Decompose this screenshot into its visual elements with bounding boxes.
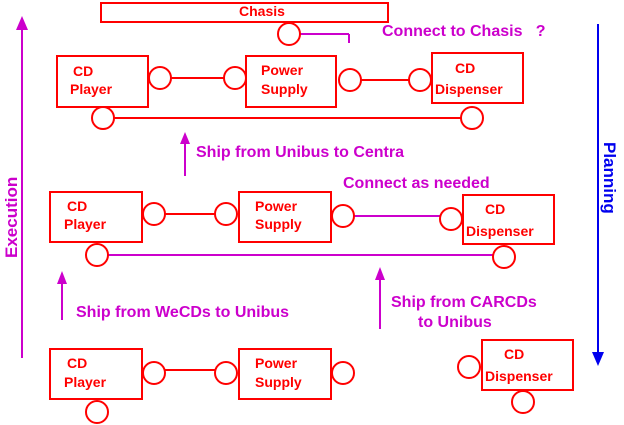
top-power-supply-left-port[interactable]	[223, 66, 247, 90]
top-cd-dispenser-left-port[interactable]	[408, 68, 432, 92]
middle-cd-player-box[interactable]	[49, 191, 143, 243]
planning-axis: Planning	[592, 24, 619, 366]
middle-power-supply-right-port[interactable]	[331, 204, 355, 228]
ship-carcds-label-line1: Ship from CARCDs	[391, 294, 537, 311]
bottom-power-supply-box[interactable]	[238, 348, 332, 400]
planning-arrowhead-icon	[592, 352, 604, 366]
top-cd-player-bottom-port[interactable]	[91, 106, 115, 130]
bottom-cd-dispenser-label-line1: CD	[504, 346, 524, 362]
middle-cd-player-right-port[interactable]	[142, 202, 166, 226]
chassis-port[interactable]	[277, 22, 301, 46]
top-cd-dispenser-label-line2: Dispenser	[435, 81, 503, 97]
middle-cd-player-label-line1: CD	[67, 198, 87, 214]
bottom-cd-player-box[interactable]	[49, 348, 143, 400]
bottom-cd-player-label-line1: CD	[67, 355, 87, 371]
middle-cd-dispenser-bottom-port[interactable]	[492, 245, 516, 269]
top-power-supply-label-line1: Power	[261, 62, 304, 78]
bottom-power-supply-label-line1: Power	[255, 355, 298, 371]
top-power-supply-label-line2: Supply	[261, 81, 308, 97]
planning-label: Planning	[600, 142, 619, 214]
middle-power-supply-left-port[interactable]	[214, 202, 238, 226]
bottom-power-supply-left-port[interactable]	[214, 361, 238, 385]
execution-arrowhead-icon	[16, 16, 28, 30]
top-cd-dispenser-bottom-port[interactable]	[460, 106, 484, 130]
bottom-power-supply-right-port[interactable]	[331, 361, 355, 385]
middle-cd-dispenser-box[interactable]	[462, 194, 555, 245]
top-cd-player-label-line1: CD	[73, 63, 93, 79]
middle-level-assembly: CD Player Power Supply CD Dispenser	[49, 191, 555, 269]
ship-carcds-arrowhead-icon	[375, 267, 385, 280]
bottom-cd-dispenser-bottom-port[interactable]	[511, 390, 535, 414]
top-cd-dispenser-label-line1: CD	[455, 60, 475, 76]
bottom-cd-player-bottom-port[interactable]	[85, 400, 109, 424]
chassis-box[interactable]	[100, 2, 389, 23]
execution-label: Execution	[2, 177, 21, 258]
middle-cd-dispenser-label-line1: CD	[485, 201, 505, 217]
execution-axis: Execution	[2, 16, 28, 358]
shipment-wecds-to-unibus: Ship from WeCDs to Unibus	[57, 271, 289, 321]
bottom-power-supply-label-line2: Supply	[255, 374, 302, 390]
bottom-level-assembly: CD Player Power Supply CD Dispenser	[49, 339, 574, 424]
top-cd-player-label-line2: Player	[70, 81, 113, 97]
middle-cd-dispenser-label-line2: Dispenser	[466, 223, 534, 239]
top-cd-dispenser-box[interactable]	[431, 52, 524, 104]
ship-unibus-centra-arrowhead-icon	[180, 132, 190, 144]
bottom-cd-player-label-line2: Player	[64, 374, 107, 390]
bottom-cd-dispenser-label-line2: Dispenser	[485, 368, 553, 384]
ship-wecds-label: Ship from WeCDs to Unibus	[76, 304, 289, 321]
bottom-cd-dispenser-left-port[interactable]	[457, 355, 481, 379]
middle-cd-player-label-line2: Player	[64, 216, 107, 232]
ship-unibus-centra-label: Ship from Unibus to Centra	[196, 144, 404, 161]
top-cd-player-right-port[interactable]	[148, 66, 172, 90]
connect-as-needed-note: Connect as needed	[343, 175, 490, 192]
ship-carcds-label-line2: to Unibus	[418, 314, 492, 331]
bottom-cd-dispenser-box[interactable]	[481, 339, 574, 391]
shipment-unibus-to-centra: Ship from Unibus to Centra	[180, 132, 404, 176]
chassis: Chasis	[100, 2, 389, 46]
connect-to-chassis-note: Connect to Chasis ?	[382, 23, 546, 40]
top-cd-player-box[interactable]	[56, 55, 149, 108]
bottom-cd-player-right-port[interactable]	[142, 361, 166, 385]
middle-power-supply-label-line2: Supply	[255, 216, 302, 232]
shipment-carcds-to-unibus: Ship from CARCDs to Unibus	[375, 267, 537, 331]
chassis-label: Chasis	[239, 3, 285, 19]
middle-cd-player-bottom-port[interactable]	[85, 243, 109, 267]
ship-wecds-arrowhead-icon	[57, 271, 67, 284]
top-level-assembly: CD Player Power Supply CD Dispenser	[56, 52, 524, 130]
middle-power-supply-box[interactable]	[238, 191, 332, 243]
middle-cd-dispenser-left-port[interactable]	[439, 207, 463, 231]
top-power-supply-right-port[interactable]	[338, 68, 362, 92]
middle-power-supply-label-line1: Power	[255, 198, 298, 214]
